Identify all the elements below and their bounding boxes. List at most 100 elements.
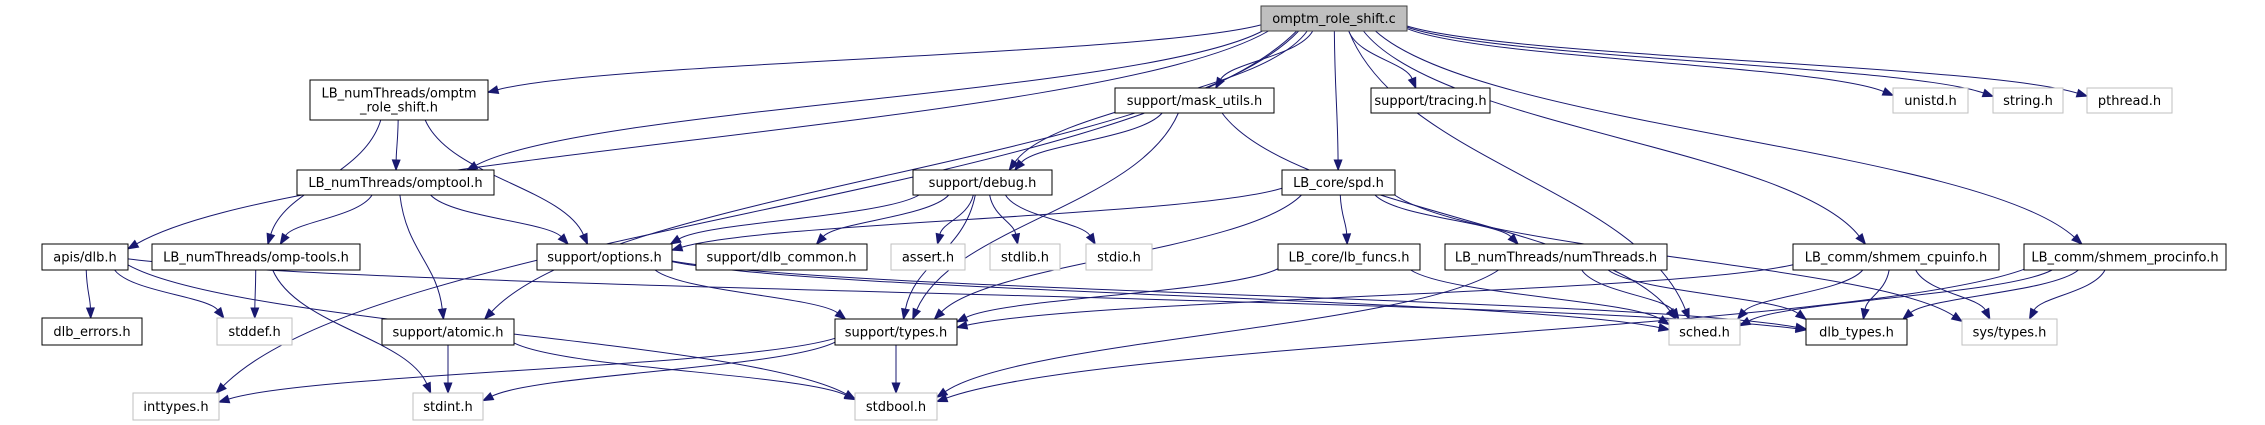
arrowhead-icon: [815, 233, 827, 246]
edge-apis_dlb_h-to-dlb_errors_h: [85, 269, 95, 320]
node-spd-h[interactable]: LB_core/spd.h: [1281, 169, 1396, 196]
edge-line: [1581, 269, 1674, 311]
node-label: inttypes.h: [143, 400, 208, 415]
edge-line: [1406, 28, 1884, 92]
arrowhead-icon: [1981, 307, 1991, 321]
node-sys-types-h: sys/types.h: [1961, 318, 2058, 346]
node-label: omptm_role_shift.c: [1272, 12, 1396, 27]
arrowhead-icon: [1901, 308, 1914, 320]
node-assert-h: assert.h: [890, 243, 966, 271]
edge-line: [1363, 30, 1860, 237]
node-label: support/mask_utils.h: [1127, 94, 1262, 109]
edge-numThreads_h-to-dlb_types_h: [1607, 269, 1808, 321]
edge-types_h-to-stdint_h: [481, 341, 836, 402]
node-debug-h[interactable]: support/debug.h: [912, 169, 1053, 196]
edge-line: [1607, 269, 1799, 314]
arrowhead-icon: [1881, 87, 1895, 96]
node-omp-tools-h[interactable]: LB_numThreads/omp-tools.h: [151, 243, 361, 271]
node-label: LB_core/spd.h: [1293, 176, 1384, 191]
node-box: [1792, 243, 2000, 271]
edge-spd_h-to-numThreads_h: [1374, 194, 1520, 246]
node-options-h[interactable]: support/options.h: [536, 243, 673, 271]
node-label: LB_comm/shmem_cpuinfo.h: [1805, 251, 1987, 266]
arrowhead-icon: [2075, 88, 2089, 98]
arrowhead-icon: [901, 307, 910, 321]
arrowhead-icon: [1981, 88, 1995, 98]
arrowhead-icon: [481, 391, 495, 402]
edge-root-to-string_h: [1406, 26, 1995, 98]
edge-line: [654, 269, 838, 314]
node-omptool-h[interactable]: LB_numThreads/omptool.h: [296, 169, 495, 196]
edge-root-to-spd_h: [1333, 30, 1343, 172]
edge-spd_h-to-options_h: [670, 187, 1283, 252]
edge-line: [1410, 269, 1661, 320]
node-label: stdlib.h: [1001, 251, 1049, 266]
edge-root-to-shmem_cpuinfo_h: [1363, 30, 1867, 246]
node-label: LB_numThreads/numThreads.h: [1455, 251, 1657, 266]
node-root[interactable]: omptm_role_shift.c: [1260, 5, 1408, 32]
edge-line: [85, 269, 91, 309]
node-box: [151, 243, 361, 271]
node-shmem-cpuinfo-h[interactable]: LB_comm/shmem_cpuinfo.h: [1792, 243, 2000, 271]
arrowhead-icon: [1008, 158, 1020, 172]
node-label: support/types.h: [845, 326, 947, 341]
edge-root-to-omptool_h: [465, 30, 1263, 171]
node-box: [132, 392, 220, 421]
edge-line: [475, 30, 1263, 166]
arrowhead-icon: [1794, 309, 1808, 321]
node-sched-h: sched.h: [1668, 318, 1741, 346]
edge-options_h-to-types_h: [654, 269, 847, 320]
node-types-h[interactable]: support/types.h: [834, 318, 958, 346]
node-tracing-h[interactable]: support/tracing.h: [1370, 87, 1491, 114]
arrowhead-icon: [1669, 307, 1680, 321]
edge-debug_h-to-stdio_h: [1004, 194, 1096, 246]
node-shmem-procinfo-h[interactable]: LB_comm/shmem_procinfo.h: [2023, 243, 2227, 271]
node-numThreads-h[interactable]: LB_numThreads/numThreads.h: [1444, 243, 1668, 271]
node-mask-utils-h[interactable]: support/mask_utils.h: [1114, 87, 1275, 114]
edge-shmem_cpuinfo_h-to-dlb_types_h: [1860, 269, 1890, 321]
node-apis-dlb-h[interactable]: apis/dlb.h: [41, 243, 129, 271]
node-dlb-errors-h[interactable]: dlb_errors.h: [41, 317, 143, 346]
node-omptm-role-shift-h[interactable]: LB_numThreads/omptm_role_shift.h: [309, 79, 489, 121]
edge-options_h-to-sched_h: [671, 261, 1671, 332]
node-box: [1114, 87, 1275, 114]
arrowhead-icon: [1657, 323, 1671, 332]
arrowhead-icon: [483, 308, 496, 321]
node-label: support/dlb_common.h: [707, 251, 857, 266]
arrowhead-icon: [443, 382, 453, 395]
node-box: [296, 169, 495, 196]
edge-atomic_h-to-stdbool_h: [513, 342, 857, 401]
node-box: [834, 318, 958, 346]
edge-root-to-apis_dlb_h: [126, 30, 1269, 250]
arrowhead-icon: [935, 393, 949, 403]
node-label: string.h: [2003, 94, 2053, 109]
arrowhead-icon: [213, 306, 225, 320]
edge-line: [1348, 30, 1413, 79]
arrowhead-icon: [1507, 233, 1520, 246]
arrowhead-icon: [1681, 307, 1690, 321]
edge-line: [424, 119, 584, 236]
edge-atomic_h-to-stdint_h: [443, 345, 453, 395]
arrowhead-icon: [1342, 233, 1352, 246]
arrowhead-icon: [670, 242, 684, 252]
edges-layer: [85, 24, 2106, 404]
arrowhead-icon: [437, 308, 447, 321]
node-stddef-h: stddef.h: [216, 317, 293, 346]
node-atomic-h[interactable]: support/atomic.h: [381, 318, 515, 346]
edge-line: [491, 341, 836, 397]
edge-omp_tools_h-to-stddef_h: [250, 269, 260, 320]
arrowhead-icon: [935, 232, 945, 246]
node-dlb-types-h[interactable]: dlb_types.h: [1805, 318, 1908, 346]
edge-line: [946, 268, 2025, 399]
edge-line: [395, 119, 399, 161]
node-label: sched.h: [1679, 326, 1730, 341]
node-lb-funcs-h[interactable]: LB_core/lb_funcs.h: [1277, 243, 1421, 271]
node-box: [381, 318, 515, 346]
node-label: LB_comm/shmem_procinfo.h: [2031, 251, 2218, 266]
node-box: [1668, 318, 1741, 346]
edge-shmem_cpuinfo_h-to-sys_types_h: [1915, 269, 1991, 321]
node-box: [1260, 5, 1408, 32]
node-dlb-common-h[interactable]: support/dlb_common.h: [695, 243, 868, 271]
node-box: [2086, 87, 2173, 114]
node-box: [1277, 243, 1421, 271]
